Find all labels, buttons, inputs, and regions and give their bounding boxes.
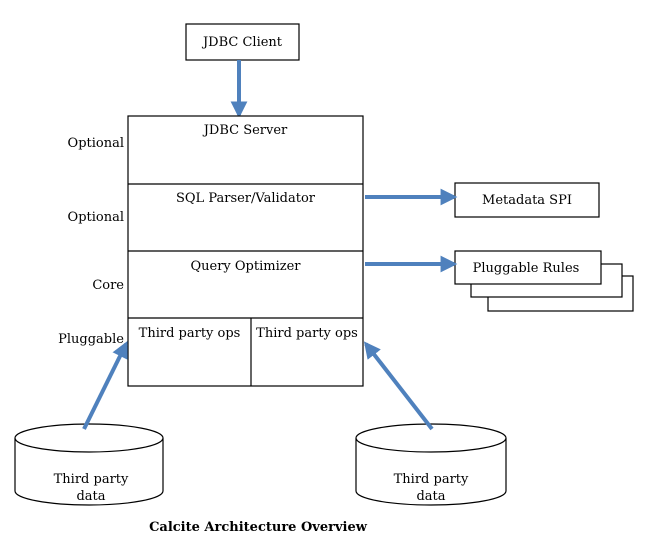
pluggable-rules-stack: Pluggable Rules	[454, 250, 634, 312]
data-right-line1: Third party	[394, 472, 469, 487]
third-party-data-cylinder-left: Third party data	[14, 423, 164, 506]
arrow-data-right-to-ops	[363, 341, 434, 431]
calcite-stack: JDBC Server SQL Parser/Validator Query O…	[127, 115, 364, 387]
side-label-optional-2: Optional	[68, 210, 124, 225]
third-party-data-cylinder-right: Third party data	[355, 423, 507, 506]
pluggable-rules-label: Pluggable Rules	[473, 261, 580, 276]
data-left-line2: data	[76, 489, 105, 504]
jdbc-client-label: JDBC Client	[201, 35, 283, 50]
diagram-caption: Calcite Architecture Overview	[149, 520, 368, 535]
metadata-spi-box: Metadata SPI	[454, 182, 600, 218]
arrow-data-left-to-ops	[82, 340, 128, 430]
side-label-optional-1: Optional	[68, 136, 124, 151]
third-party-ops-right-label: Third party ops	[256, 326, 358, 341]
side-label-core: Core	[92, 278, 124, 293]
jdbc-server-label: JDBC Server	[202, 123, 288, 138]
data-right-line2: data	[416, 489, 445, 504]
side-label-pluggable: Pluggable	[58, 332, 124, 347]
query-optimizer-label: Query Optimizer	[190, 259, 301, 274]
data-left-line1: Third party	[54, 472, 129, 487]
sql-parser-validator-label: SQL Parser/Validator	[176, 191, 316, 206]
metadata-spi-label: Metadata SPI	[482, 193, 572, 208]
jdbc-client-box: JDBC Client	[185, 23, 300, 61]
third-party-ops-left-label: Third party ops	[139, 326, 241, 341]
